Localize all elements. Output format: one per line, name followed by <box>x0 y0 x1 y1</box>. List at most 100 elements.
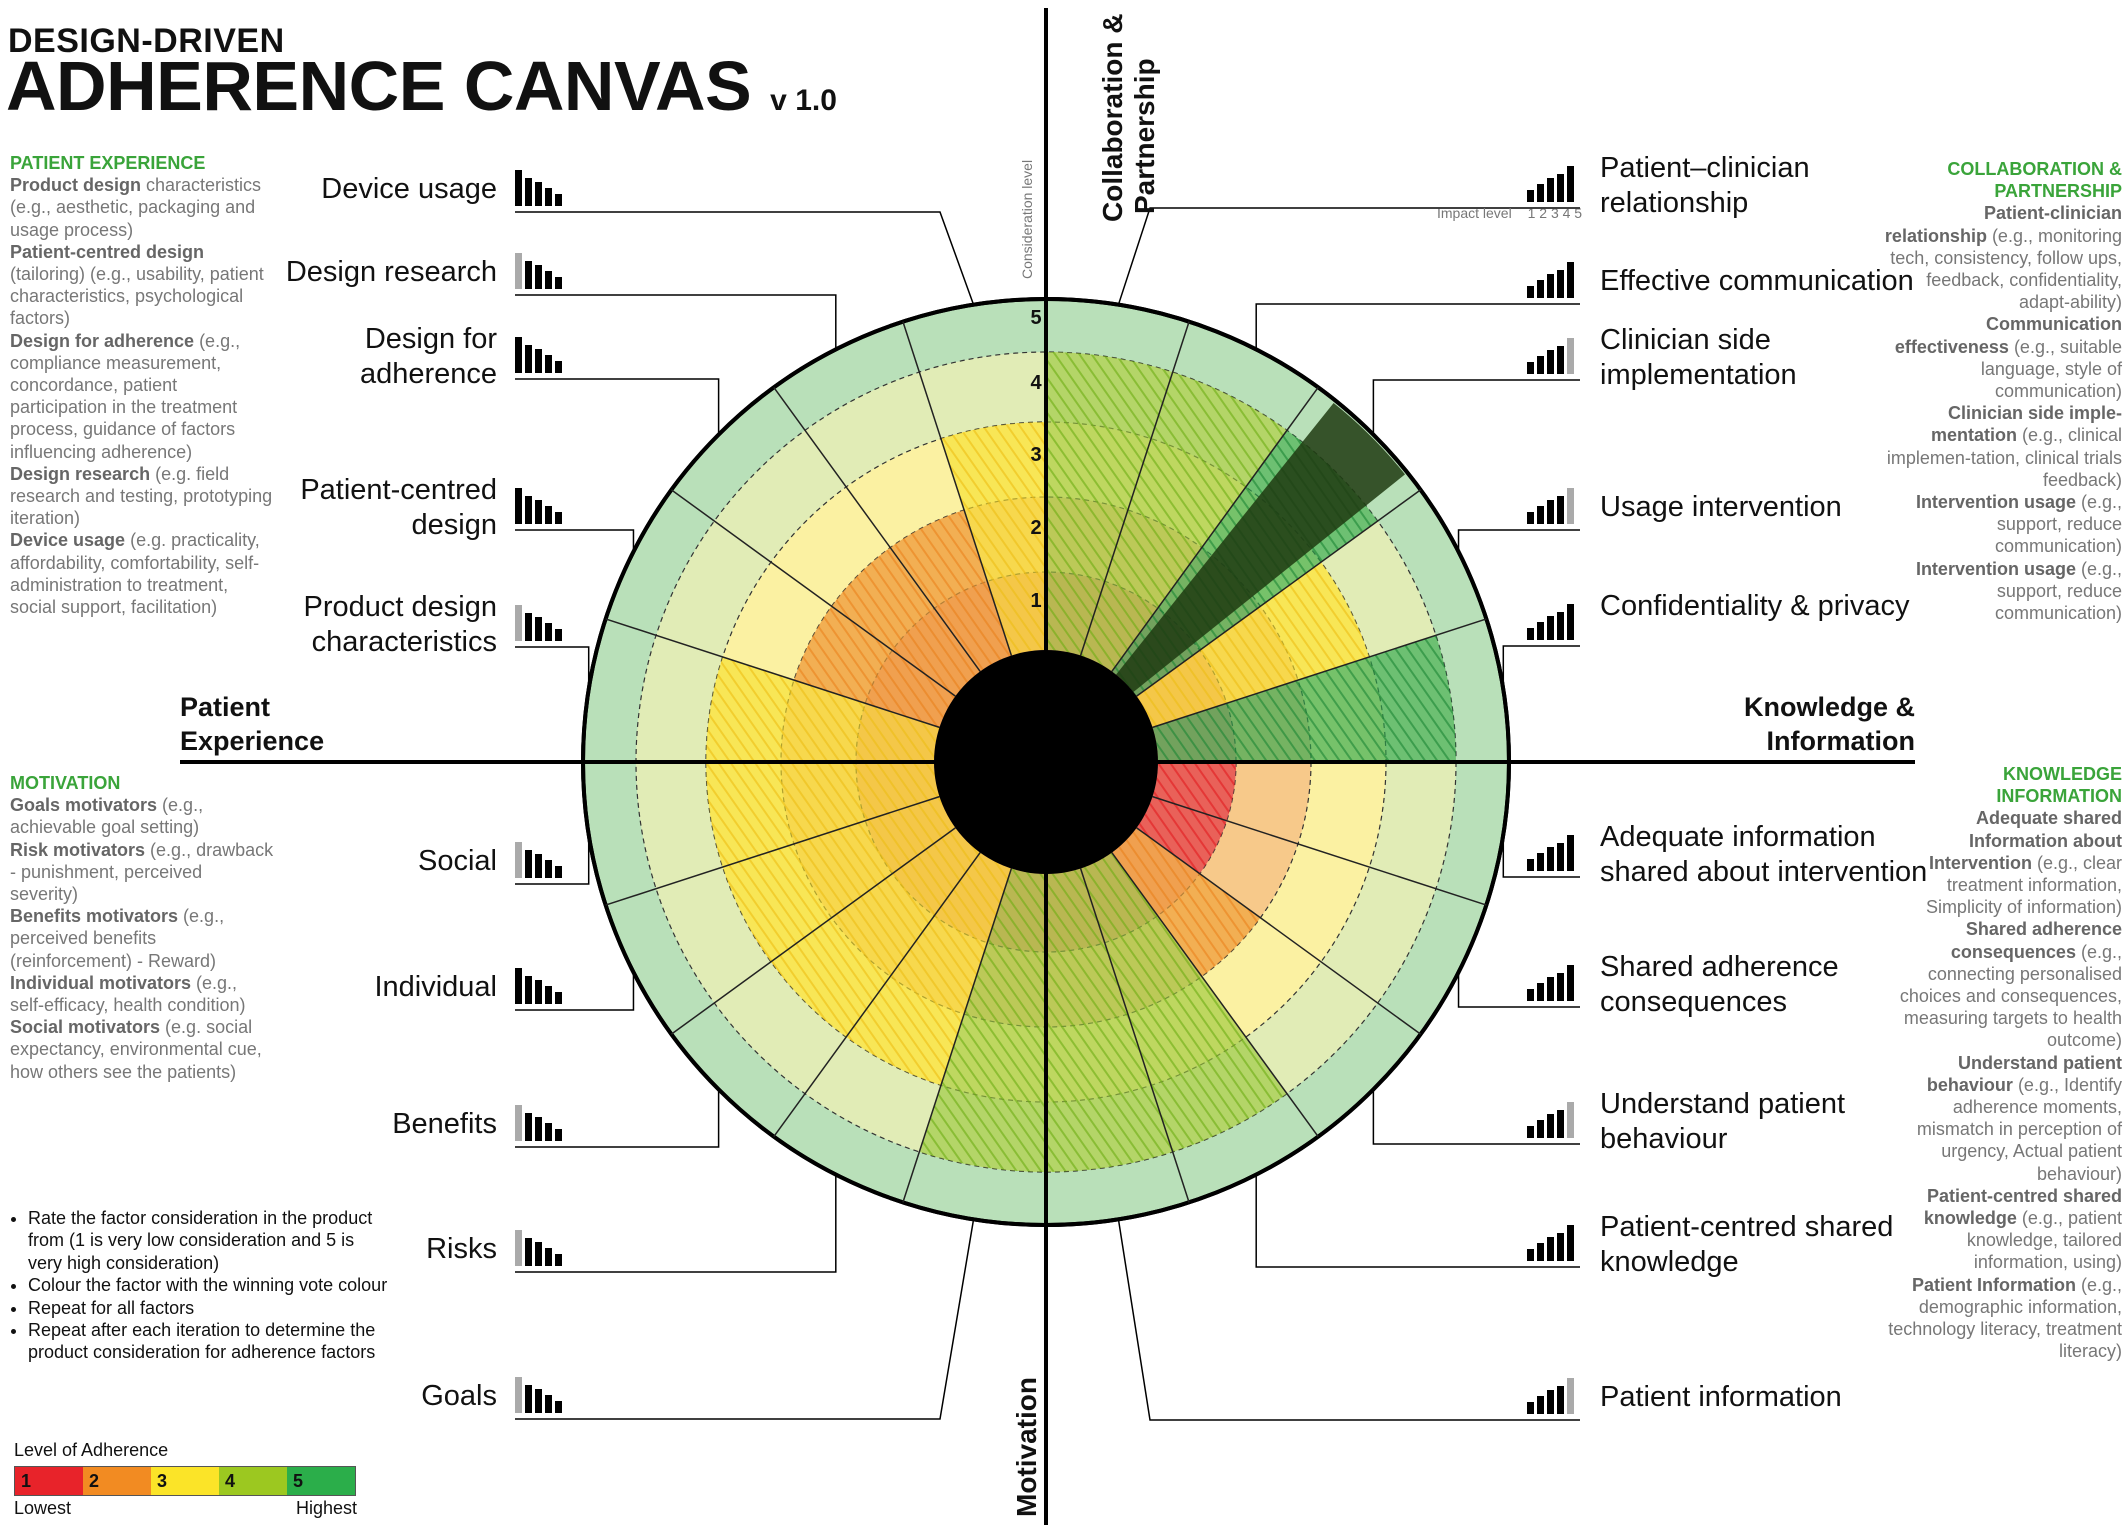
impact-bar <box>535 182 542 206</box>
panel-item-head: Individual motivators <box>10 972 192 993</box>
impact-bar <box>545 860 552 878</box>
impact-bar <box>535 1242 542 1266</box>
impact-bar <box>525 613 532 641</box>
leader-line <box>1457 529 1580 552</box>
panel-item-head: Patient Information <box>1911 1274 2076 1295</box>
leader-line <box>515 972 635 1011</box>
panel-item-text: characteristics (e.g., aesthetic, packag… <box>10 175 262 240</box>
impact-bar <box>545 1123 552 1141</box>
panel-item-text: (e.g., connecting personalised choices a… <box>1899 941 2122 1051</box>
impact-bar <box>1557 174 1564 202</box>
panel-item-text: (e.g., clinical implemen-tation, clinica… <box>1886 425 2122 490</box>
spoke <box>1111 386 1319 672</box>
factor-right-9: Patient information <box>1600 1381 1842 1413</box>
panel-item: Clinician side imple-mentation (e.g., cl… <box>1882 402 2122 491</box>
leader-line <box>1502 645 1580 690</box>
impact-bar <box>555 1401 562 1413</box>
impact-bar <box>1537 184 1544 202</box>
impact-bar <box>1557 973 1564 1001</box>
impact-bar <box>525 850 532 878</box>
panel-heading: KNOWLEDGE <box>2003 764 2122 784</box>
spoke <box>773 386 981 672</box>
ring-number: 3 <box>1030 444 1041 466</box>
panel-item-text: (e.g., support, reduce communication) <box>1994 492 2122 557</box>
impact-level-label: Impact level 1 2 3 4 5 <box>1437 205 1582 221</box>
panel-item: Communication effectiveness (e.g., suita… <box>1882 313 2122 402</box>
panel-item-head: Benefits motivators <box>10 906 179 927</box>
spoke <box>1136 489 1422 697</box>
impact-bar <box>1537 1243 1544 1261</box>
impact-bar <box>525 976 532 1004</box>
panel-item: Social motivators (e.g. social expectanc… <box>10 1016 275 1083</box>
impact-bar <box>545 986 552 1004</box>
impact-bar <box>525 1113 532 1141</box>
panel-item-head: Patient-clinician relationship <box>1884 203 2122 246</box>
impact-bar <box>1537 506 1544 524</box>
panel-item: Design for adherence (e.g., compliance m… <box>10 330 275 463</box>
impact-bar <box>555 512 562 524</box>
segment-fill <box>1152 635 1456 762</box>
panel-item: Intervention usage (e.g., support, reduc… <box>1882 558 2122 625</box>
spoke <box>1079 868 1190 1203</box>
panel-heading: MOTIVATION <box>10 773 121 793</box>
panel-item-text: (e.g., monitoring tech, consistency, fol… <box>1890 225 2122 313</box>
impact-bar <box>525 496 532 524</box>
spoke <box>1079 321 1190 656</box>
impact-bar <box>555 1129 562 1141</box>
factor-left-9: Goals <box>421 1380 497 1412</box>
impact-bar <box>555 866 562 878</box>
spoke <box>1152 618 1487 729</box>
spoke <box>1111 852 1319 1138</box>
title-line1: DESIGN-DRIVEN <box>8 22 285 60</box>
impact-bar <box>525 1238 532 1266</box>
impact-bar <box>1527 859 1534 871</box>
impact-bar <box>515 337 522 373</box>
panel-item-head: Device usage <box>10 530 126 551</box>
impact-bar <box>1537 356 1544 374</box>
impact-bar <box>555 992 562 1004</box>
segment-fill <box>793 606 956 728</box>
impact-bar <box>1557 496 1564 524</box>
segment-fill <box>1046 868 1173 1172</box>
spoke <box>670 489 956 697</box>
ring-number: 1 <box>1030 590 1041 612</box>
panel-item-text: (e.g. practicality, affordability, comfo… <box>10 530 260 618</box>
title-version: v 1.0 <box>770 84 837 117</box>
impact-bar <box>545 506 552 524</box>
impact-bar <box>1547 500 1554 524</box>
panel-item-head: Social motivators <box>10 1017 161 1038</box>
spoke <box>902 321 1013 656</box>
segment-fill <box>1046 352 1173 656</box>
impact-bar <box>545 355 552 373</box>
impact-bar <box>1527 1249 1534 1261</box>
spoke <box>605 618 940 729</box>
panel-item-text: (e.g., compliance measurement, concordan… <box>10 330 241 462</box>
panel-item: Patient-centred design (tailoring) (e.g.… <box>10 241 275 330</box>
panel-item-head: Clinician side imple-mentation <box>1930 403 2122 446</box>
segment-fill <box>890 509 1012 672</box>
ring-number: 5 <box>1030 307 1041 329</box>
factor-left-4: Product design characteristics <box>303 591 497 658</box>
panel-item-head: Patient-centred design <box>10 241 205 262</box>
impact-bar <box>1547 274 1554 298</box>
panel-item-text: (e.g. social expectancy, environmental c… <box>10 1017 262 1082</box>
leader-line <box>1372 1089 1580 1145</box>
axis-title-knowledge-line2: Information <box>1766 726 1916 756</box>
legend-level-5: 5 <box>287 1467 355 1495</box>
legend-level-2: 2 <box>83 1467 151 1495</box>
impact-bar <box>525 261 532 289</box>
axis-title-collaboration-line2: Partnership <box>1129 58 1160 214</box>
spoke <box>605 795 940 906</box>
impact-bar <box>535 980 542 1004</box>
panel-item-head: Risk motivators <box>10 839 146 860</box>
panel-item-text: (e.g., suitable language, style of commu… <box>1980 336 2122 402</box>
leader-line <box>515 646 590 690</box>
consideration-level-label: Consideration level <box>1019 159 1035 279</box>
impact-bar <box>1537 280 1544 298</box>
impact-bar <box>1557 1110 1564 1138</box>
impact-bar <box>1527 1402 1534 1414</box>
panel-item-head: Design for adherence <box>10 330 195 351</box>
